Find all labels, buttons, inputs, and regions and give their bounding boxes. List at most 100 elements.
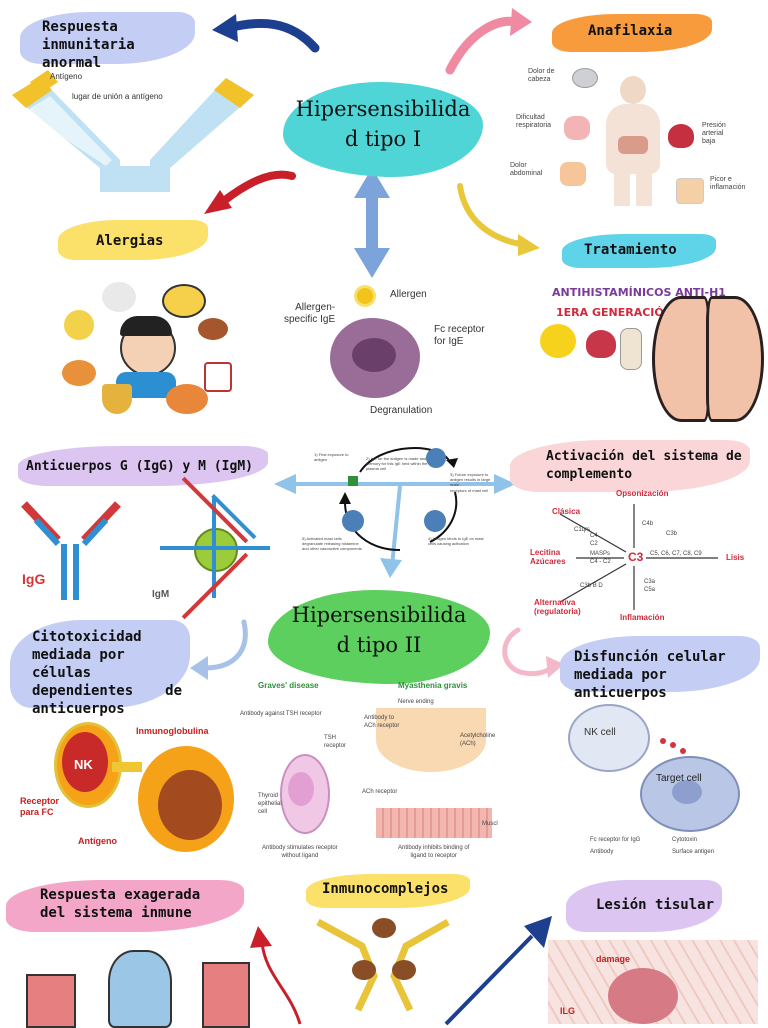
double-arrow-vertical [354,168,390,278]
legend-cytotoxin: Cytotoxin [672,837,698,843]
label-specific-ige: Allergen- specific IgE [284,302,335,326]
label-receptor-fc: Receptor para FC [20,796,59,818]
nk-cell-blue [568,704,650,772]
brush-disfuncion [560,636,760,692]
label-presion: Presión arterial baja [702,122,726,146]
igg-antibody [21,501,121,600]
fc-receptor-1: Fc receptor [434,324,485,335]
broom-icon [102,384,132,414]
comp-cascade: C5, C6, C7, C8, C9 [650,551,702,557]
label-thyroid: Thyroid epithelial cell [258,792,282,816]
brush-anticuerpos [18,446,268,486]
comp-masps-1: MASPs [590,551,611,557]
comp-c4: C4 [590,533,598,539]
label-citotoxicidad: Citotoxicidad mediada por células depend… [32,628,182,718]
arrow-to-alergias [204,170,296,214]
label-stimulates: Antibody stimulates receptor without lig… [262,844,338,860]
label-alergias: Alergias [96,233,164,249]
dificultad-2: respiratoria [516,122,552,129]
complement-diagram: Opsonización Clásica C1qrs C4 C2 C4b C3b… [530,490,766,622]
specific-ige-1: Allergen- [295,302,336,313]
label-nk: NK [74,757,93,772]
center-title-type1-line2: d tipo I [344,127,422,151]
complement-arrows [559,504,718,610]
citotoxicidad-line2: mediada por células [32,647,125,681]
tsh-receptor-1: TSH [324,735,336,741]
presion-1: Presión [702,122,726,129]
big-brain-icon [652,296,764,422]
picor-2: inflamación [710,184,746,191]
ab-ach-2: ACh receptor [364,723,400,729]
respuesta-exagerada-line1: Respuesta exagerada [40,887,201,903]
cycle-step3: 3) Future exposure to antigen results in… [450,472,491,487]
mite-icon [198,318,228,340]
picor-1: Picor e [710,176,732,183]
allergy-illustration [58,280,232,420]
label-damage: damage [596,954,631,964]
comp-c4b: C4b [642,521,654,527]
comp-lectina-1: Lecitina [530,548,561,557]
nk-cell-illustration: NK [18,716,234,854]
brush-citotoxicidad [10,620,190,708]
bee-icon [162,284,206,318]
label-dolor-abdominal: Dolor abdominal [510,162,542,178]
receptor-fc-2: para FC [20,807,54,817]
label-tratamiento: Tratamiento [584,242,677,258]
dolor-cabeza-2: cabeza [528,76,551,83]
label-ilg: ILG [560,1006,575,1016]
legend-antibody: Antibody [590,849,614,855]
label-muscle: Muscl [482,821,498,827]
inhibits-1: Antibody inhibits binding of [398,845,470,851]
dificultad-1: Dificultad [516,114,545,121]
label-ach: Acetylcholine (ACh) [460,733,496,747]
citotoxicidad-line4: anticuerpos [32,701,125,717]
presion-3: baja [702,138,716,145]
label-target-cell: Target cell [656,773,702,784]
label-anafilaxia: Anafilaxia [588,23,673,39]
label-dolor-cabeza: Dolor de cabeza [528,68,554,84]
cycle-cell-2 [424,510,446,532]
fc-receptor-2: for IgE [434,336,464,347]
comp-lectina: Lecitina Azúcares [530,548,566,566]
disfuncion-line2: mediada por anticuerpos [574,667,667,701]
comp-opsonizacion: Opsonización [616,489,669,498]
brush-alergias [58,220,208,260]
heart-icon [668,124,694,148]
cycle-step4: 4) Antigen binds to IgE on mast cells ca… [428,536,484,546]
tsh-receptor-2: receptor [324,743,347,749]
legend-fc: Fc receptor for IgG [590,837,641,843]
citotoxicidad-line3: dependientes de [32,682,182,700]
comp-lectina-2: Azúcares [530,557,566,566]
brush-complemento [510,440,750,492]
label-igm: IgM [152,589,170,600]
brush-inmunocomplejos [306,874,470,908]
vegetables-icon [102,282,136,312]
lungs-icon [564,116,590,140]
cycle-step2: 2) IgE for the antigen is made and memor… [366,456,428,471]
citotoxicidad-line3a: dependientes [32,683,134,699]
comp-c3a-1: C3a [644,579,656,585]
label-myasthenia: Myasthenia gravis [398,681,468,690]
label-inmunocomplejos: Inmunocomplejos [322,881,449,897]
nerve-ending [376,708,486,772]
center-title-type2-line2: d tipo II [336,633,422,657]
comp-c1qrs: C1qrs [574,527,591,533]
brain-icon [572,68,598,88]
brush-respuesta [20,12,195,64]
label-disfuncion: Disfunción celular mediada por anticuerp… [574,648,764,702]
brush-tratamiento [562,234,716,268]
emoji-icon [540,324,576,358]
comp-c3b-top: C3b [666,531,678,537]
center-title-type2-line1: Hipersensibilida [291,603,467,627]
muscle-strip [376,808,492,838]
doctor-icon [620,328,642,370]
label-allergen: Allergen [390,289,427,300]
label-antigeno-top: Antígeno [50,72,83,81]
citotoxicidad-line3b: de [165,683,182,699]
label-nerve: Nerve ending [398,699,434,705]
disfuncion-line1: Disfunción celular [574,649,726,665]
dolor-cabeza-1: Dolor de [528,68,555,75]
label-dificultad: Dificultad respiratoria [516,114,551,130]
comp-d: D [598,583,603,589]
body-figure [600,76,666,206]
